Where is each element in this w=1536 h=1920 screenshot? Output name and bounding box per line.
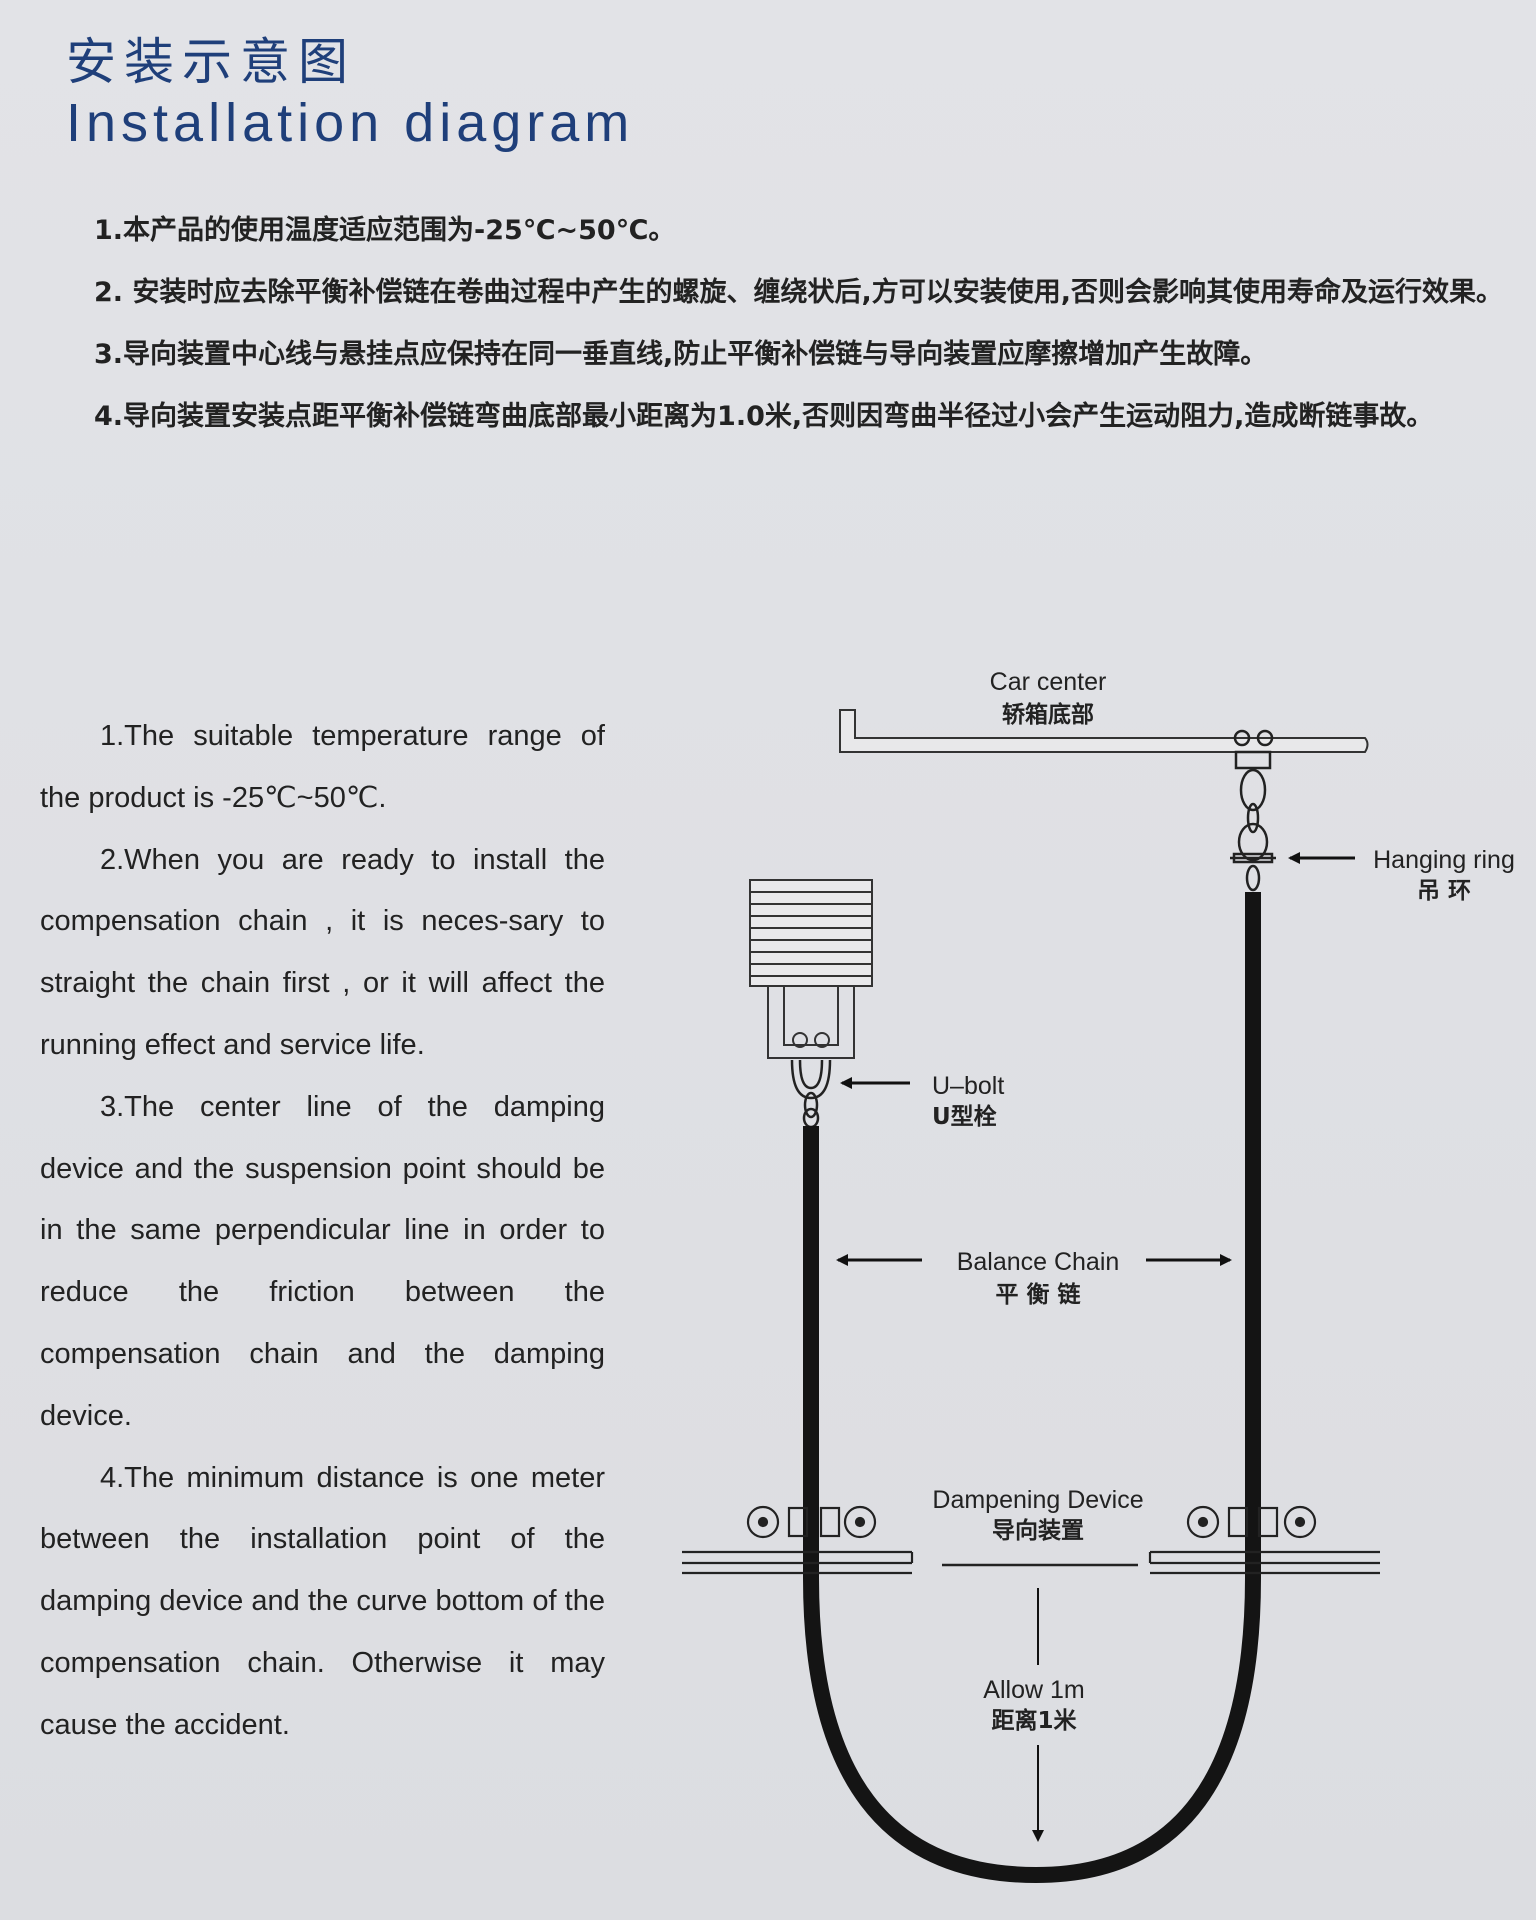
note-cn-1: 1.本产品的使用温度适应范围为-25℃~50℃。 — [94, 215, 676, 246]
car-bottom-beam — [839, 709, 1369, 753]
note-cn-3: 3.导向装置中心线与悬挂点应保持在同一垂直线,防止平衡补偿链与导向装置应摩擦增加… — [94, 339, 1268, 370]
car-center-label: Car center — [990, 668, 1107, 696]
allow-distance-label-cn: 距离1米 — [991, 1707, 1077, 1734]
note-cn-2: 2. 安装时应去除平衡补偿链在卷曲过程中产生的螺旋、缠绕状后,方可以安装使用,否… — [94, 277, 1503, 308]
note-en-3: 3.The center line of the damping device … — [40, 1090, 605, 1432]
dampening-device-label: Dampening Device — [932, 1486, 1143, 1514]
note-en-4: 4.The minimum distance is one meter betw… — [40, 1461, 605, 1741]
note-en-1: 1.The suitable temperature range of the … — [40, 720, 605, 814]
dampening-device-right — [1148, 1505, 1380, 1575]
u-bolt-label: U–bolt — [932, 1072, 1004, 1100]
page-title-cn: 安装示意图 — [66, 33, 356, 91]
hanging-ring-label-cn: 吊 环 — [1417, 878, 1471, 904]
hanging-ring-label: Hanging ring — [1373, 846, 1515, 874]
balance-chain-label-cn: 平 衡 链 — [995, 1281, 1080, 1308]
note-cn-4: 4.导向装置安装点距平衡补偿链弯曲底部最小距离为1.0米,否则因弯曲半径过小会产… — [94, 401, 1434, 432]
balance-chain-label: Balance Chain — [957, 1248, 1120, 1276]
balance-chain — [803, 892, 1261, 1884]
notes-en: 1.The suitable temperature range of the … — [40, 706, 605, 1757]
note-en-2: 2.When you are ready to install the comp… — [40, 843, 605, 1061]
dampening-device-left — [682, 1505, 914, 1575]
dampening-device-label-cn: 导向装置 — [992, 1517, 1084, 1544]
car-center-label-cn: 轿箱底部 — [1002, 701, 1094, 728]
u-bolt — [790, 1059, 832, 1129]
notes-cn: 1.本产品的使用温度适应范围为-25℃~50℃。 2. 安装时应去除平衡补偿链在… — [32, 200, 1532, 448]
counterweight — [749, 879, 873, 1059]
page-title-en: Installation diagram — [66, 93, 635, 153]
hanging-ring — [1230, 729, 1276, 892]
allow-distance-label: Allow 1m — [983, 1676, 1084, 1704]
u-bolt-label-cn: U型栓 — [932, 1104, 997, 1130]
